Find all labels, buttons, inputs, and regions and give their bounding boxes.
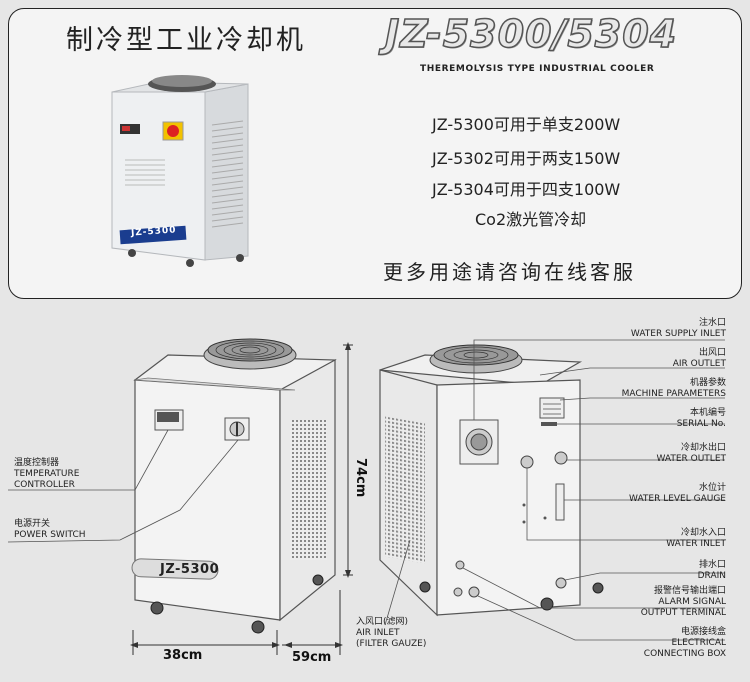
serial-number-label: 本机编号 SERIAL No.: [677, 408, 726, 430]
label-cn: 冷却水入口: [680, 528, 726, 538]
spec-line-3: JZ-5304可用于四支100W: [432, 180, 621, 199]
label-en: MACHINE PARAMETERS: [621, 389, 726, 399]
label-cn: 机器参数: [689, 378, 726, 388]
label-en: POWER SWITCH: [14, 530, 86, 540]
label-cn: 水位计: [698, 483, 726, 493]
label-en: DRAIN: [697, 571, 726, 581]
label-en: WATER INLET: [666, 539, 726, 549]
product-title-cn: 制冷型工业冷却机: [66, 25, 306, 56]
width-dimension: 38cm: [163, 648, 203, 663]
label-cn: 出风口: [698, 348, 726, 358]
spec-line-4: Co2激光管冷却: [475, 210, 587, 229]
front-unit-badge: JZ-5300: [160, 562, 220, 577]
air-inlet-label: 入风口(滤网) AIR INLET (FILTER GAUZE): [356, 617, 426, 650]
label-en: WATER OUTLET: [656, 454, 726, 464]
label-cn: 电源开关: [14, 519, 51, 529]
temperature-controller-label: 温度控制器 TEMPERATURE CONTROLLER: [14, 458, 79, 491]
label-cn: 温度控制器: [14, 458, 60, 468]
product-model-title: JZ-5300/5304: [384, 11, 678, 57]
front-unit-drawing: [131, 338, 337, 634]
label-en: SERIAL No.: [676, 419, 726, 429]
electrical-box-label: 电源接线盒 ELECTRICAL CONNECTING BOX: [644, 627, 726, 660]
spec-line-1: JZ-5300可用于单支200W: [432, 115, 621, 134]
label-cn: 冷却水出口: [680, 443, 726, 453]
label-en: ELECTRICAL: [671, 638, 726, 648]
label-cn: 注水口: [698, 318, 726, 328]
label-en: TEMPERATURE: [14, 469, 80, 479]
label-en: (FILTER GAUZE): [356, 639, 427, 649]
drain-label: 排水口 DRAIN: [698, 560, 726, 582]
spec-line-2: JZ-5302可用于两支150W: [432, 149, 621, 168]
depth-dimension: 59cm: [292, 650, 332, 665]
label-en: CONTROLLER: [14, 480, 75, 490]
contact-note: 更多用途请咨询在线客服: [383, 260, 636, 284]
air-outlet-label: 出风口 AIR OUTLET: [673, 348, 726, 370]
label-en: AIR OUTLET: [672, 359, 726, 369]
water-inlet-label: 冷却水入口 WATER INLET: [666, 528, 726, 550]
height-dimension: 74cm: [353, 458, 368, 498]
alarm-signal-label: 报警信号输出端口 ALARM SIGNAL OUTPUT TERMINAL: [641, 586, 726, 619]
label-cn: 入风口(滤网): [356, 617, 409, 627]
label-en: ALARM SIGNAL: [658, 597, 726, 607]
label-en: CONNECTING BOX: [643, 649, 726, 659]
water-supply-inlet-label: 注水口 WATER SUPPLY INLET: [631, 318, 726, 340]
water-outlet-label: 冷却水出口 WATER OUTLET: [656, 443, 726, 465]
label-cn: 排水口: [698, 560, 726, 570]
back-unit-drawing: [379, 344, 604, 617]
label-cn: 报警信号输出端口: [653, 586, 726, 596]
label-en: WATER LEVEL GAUGE: [629, 494, 726, 504]
water-level-gauge-label: 水位计 WATER LEVEL GAUGE: [629, 483, 726, 505]
product-subtitle: THEREMOLYSIS TYPE INDUSTRIAL COOLER: [420, 64, 655, 74]
label-en: AIR INLET: [356, 628, 400, 638]
label-en: WATER SUPPLY INLET: [630, 329, 726, 339]
label-cn: 电源接线盒: [680, 627, 726, 637]
machine-parameters-label: 机器参数 MACHINE PARAMETERS: [622, 378, 726, 400]
label-en: OUTPUT TERMINAL: [640, 608, 726, 618]
power-switch-label: 电源开关 POWER SWITCH: [14, 519, 86, 541]
label-cn: 本机编号: [689, 408, 726, 418]
